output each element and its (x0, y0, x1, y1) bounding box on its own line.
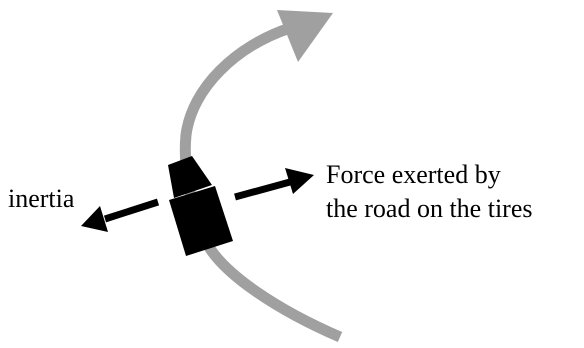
force-arrow-icon (234, 168, 314, 201)
force-label-line-2: the road on the tires (326, 194, 533, 223)
force-label-line-1: Force exerted by (326, 160, 501, 189)
car-icon (168, 156, 233, 256)
inertia-label: inertia (8, 184, 75, 213)
path-arrowhead-icon (277, 10, 333, 62)
inertia-arrow-icon (81, 198, 160, 232)
